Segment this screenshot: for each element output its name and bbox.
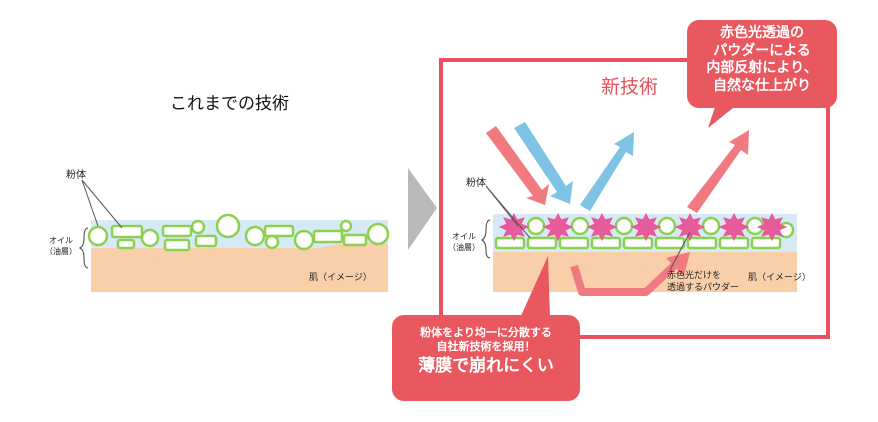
transition-chevron	[408, 168, 437, 250]
callout-bottom-line-1: 粉体をより均一に分散する	[392, 326, 580, 340]
callout-top-line-2: パウダーによる	[687, 43, 837, 61]
old-powder-leader-1	[82, 180, 98, 226]
new-oil-label-line2: （油層）	[448, 243, 480, 254]
new-oil-label: オイル （油層）	[448, 232, 480, 254]
old-oil-brace	[80, 228, 88, 268]
new-tech-title: 新技術	[601, 72, 658, 99]
red-powder-label-line1: 赤色光だけを	[667, 271, 739, 283]
old-oil-label: オイル （油層）	[45, 236, 77, 258]
reflected-red-arrow	[687, 130, 749, 213]
callout-bottom-line-3: 薄膜で崩れにくい	[392, 356, 580, 377]
red-powder-label: 赤色光だけを 透過するパウダー	[667, 271, 739, 294]
callout-top-line-4: 自然な仕上がり	[687, 78, 837, 96]
old-oil-label-line1: オイル	[45, 236, 77, 247]
old-tech-title: これまでの技術	[170, 89, 289, 114]
new-skin-label: 肌（イメージ）	[748, 270, 811, 283]
new-powder-label: 粉体	[466, 174, 486, 189]
callout-top-line-1: 赤色光透過の	[687, 25, 837, 43]
old-powder-label: 粉体	[66, 166, 86, 181]
new-oil-label-line1: オイル	[448, 232, 480, 243]
old-skin-label: 肌（イメージ）	[309, 270, 372, 283]
light-arrows	[486, 122, 749, 213]
callout-top-line-3: 内部反射により、	[687, 60, 837, 78]
new-oil-brace	[482, 220, 490, 258]
callout-bottom-line-2: 自社新技術を採用！	[392, 340, 580, 354]
old-oil-label-line2: （油層）	[45, 247, 77, 258]
red-powder-label-line2: 透過するパウダー	[667, 283, 739, 295]
reflected-blue-arrow	[580, 132, 634, 211]
callout-bottom-text: 粉体をより均一に分散する 自社新技術を採用！ 薄膜で崩れにくい	[392, 326, 580, 377]
callout-top-text: 赤色光透過の パウダーによる 内部反射により、 自然な仕上がり	[687, 25, 837, 95]
